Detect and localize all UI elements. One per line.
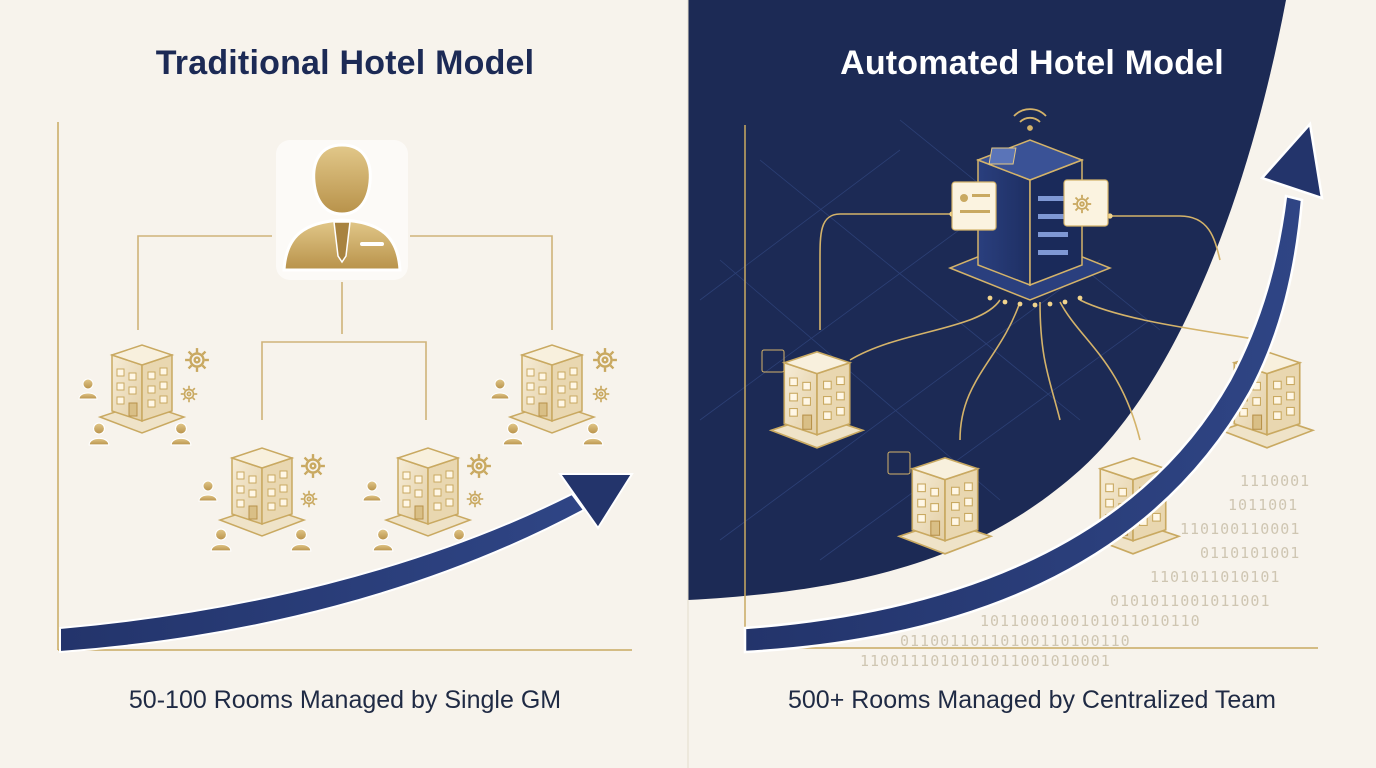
binary-code-line: 1011001 — [1228, 496, 1299, 514]
hotel-building-icon — [887, 451, 992, 555]
binary-code-line: 1100111010101011001010001 — [860, 652, 1111, 670]
binary-code-line: 01100110110100110100110 — [900, 632, 1131, 650]
binary-code-line: 1101011010101 — [1150, 568, 1281, 586]
wifi-icon — [1013, 108, 1047, 131]
org-chart-connectors — [137, 235, 553, 420]
right-panel — [688, 0, 1376, 768]
right-panel-title: Automated Hotel Model — [840, 44, 1224, 82]
general-manager-icon — [276, 140, 408, 280]
hotel-building-icon — [761, 349, 864, 449]
central-server-icon — [947, 139, 1113, 301]
left-panel-title: Traditional Hotel Model — [155, 44, 535, 82]
right-panel-caption: 500+ Rooms Managed by Centralized Team — [787, 686, 1276, 714]
data-connections — [819, 213, 1261, 441]
binary-code-line: 0110101001 — [1200, 544, 1301, 562]
binary-code-line: 110100110001 — [1180, 520, 1301, 538]
binary-code-line: 0101011001011001 — [1110, 592, 1271, 610]
binary-code-line: 1011000100101011010110 — [980, 612, 1201, 630]
left-panel-caption: 50-100 Rooms Managed by Single GM — [128, 686, 562, 714]
left-panel — [57, 122, 634, 654]
growth-arrow-icon — [59, 473, 634, 654]
binary-code-line: 1110001 — [1240, 472, 1311, 490]
growth-arrow-icon — [743, 121, 1324, 654]
